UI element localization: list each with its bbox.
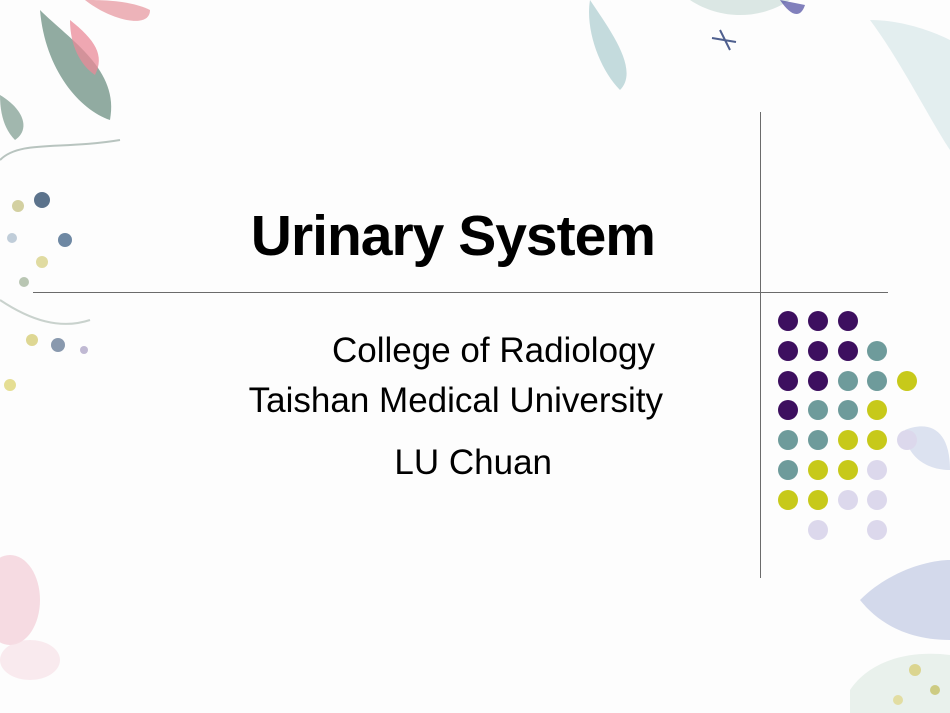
- decorative-dot: [807, 311, 828, 331]
- decorative-dot: [837, 489, 858, 510]
- decorative-dot: [837, 400, 858, 421]
- decorative-dot: [807, 340, 828, 361]
- decorative-dot: [867, 340, 888, 361]
- decorative-dot: [807, 519, 828, 540]
- decorative-dot: [807, 400, 828, 421]
- decorative-dot: [807, 489, 828, 510]
- horizontal-divider-line: [33, 292, 888, 293]
- decorative-dot: [837, 340, 858, 361]
- decorative-dot: [867, 430, 888, 451]
- decorative-dot: [837, 311, 858, 331]
- subtitle-college: College of Radiology: [332, 331, 655, 370]
- decorative-dot: [807, 430, 828, 451]
- decorative-dot: [897, 370, 918, 391]
- decorative-dot: [778, 460, 798, 480]
- slide-title: Urinary System: [250, 204, 656, 268]
- decorative-dot: [897, 430, 918, 451]
- decorative-dot: [807, 370, 828, 391]
- decorative-dot: [778, 400, 798, 421]
- decorative-dot: [837, 370, 858, 391]
- subtitle-university: Taishan Medical University: [248, 381, 663, 420]
- vertical-divider-line: [760, 112, 761, 578]
- decorative-dot: [807, 460, 828, 480]
- decorative-dot: [867, 370, 888, 391]
- decorative-dot: [778, 370, 798, 391]
- subtitle-author: LU Chuan: [394, 443, 552, 482]
- decorative-dot: [837, 430, 858, 451]
- decorative-dot: [778, 489, 798, 510]
- decorative-dot: [778, 311, 798, 331]
- decorative-dot: [778, 340, 798, 361]
- decorative-dot: [867, 519, 888, 540]
- decorative-dot: [867, 460, 888, 480]
- decorative-dot: [778, 430, 798, 451]
- decorative-dot: [867, 400, 888, 421]
- decorative-dot: [837, 460, 858, 480]
- decorative-dot: [867, 489, 888, 510]
